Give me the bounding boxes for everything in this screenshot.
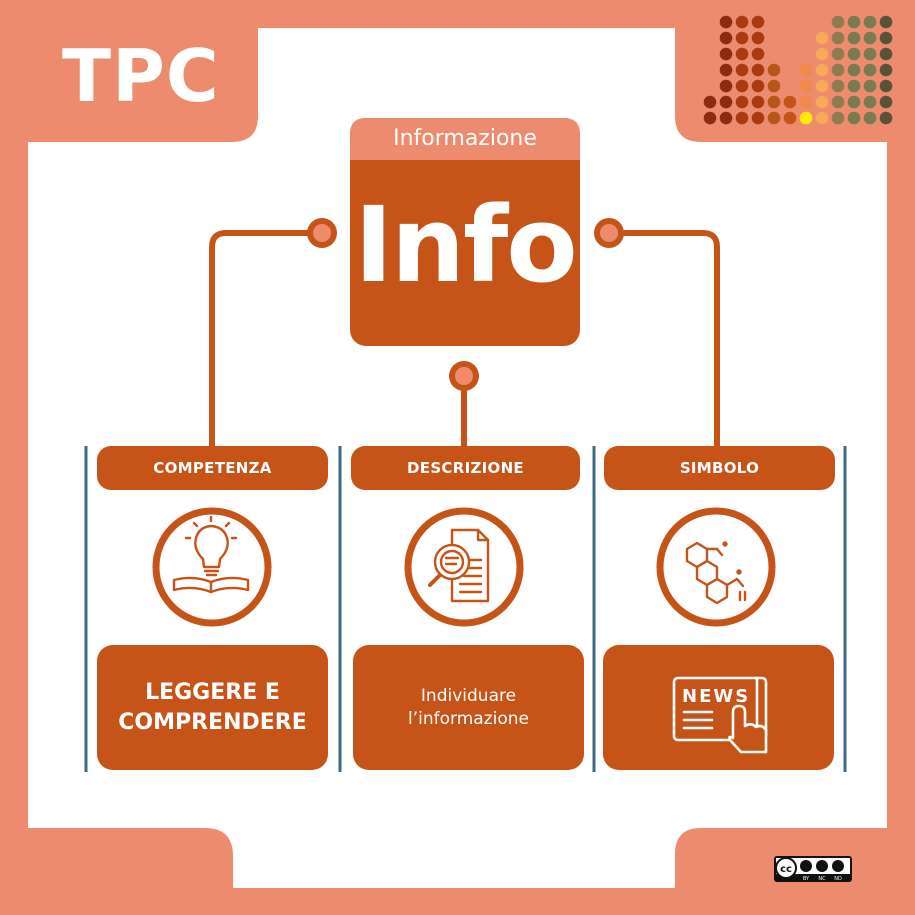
logo-dot	[831, 111, 845, 125]
logo-dot	[767, 63, 781, 77]
logo-dot	[879, 95, 893, 109]
cc-label-by: BY	[803, 876, 810, 882]
logo-dot	[751, 15, 765, 29]
logo-dot	[799, 95, 813, 109]
logo-dot	[847, 63, 861, 77]
logo-dot	[815, 47, 829, 61]
logo-dot	[783, 95, 797, 109]
logo-dot	[783, 111, 797, 125]
logo-dot	[879, 15, 893, 29]
logo-dot	[751, 79, 765, 93]
logo-dot	[719, 95, 733, 109]
logo-dot	[767, 111, 781, 125]
center-box-word: Info	[354, 184, 577, 306]
logo-dot	[879, 31, 893, 45]
logo-dot	[847, 31, 861, 45]
logo-dot	[751, 111, 765, 125]
center-box	[350, 118, 580, 346]
logo-dot	[879, 111, 893, 125]
logo-dot	[719, 63, 733, 77]
logo-dot	[831, 79, 845, 93]
logo-dot	[703, 111, 717, 125]
logo-dot	[831, 63, 845, 77]
document-magnifier-icon	[428, 528, 490, 603]
logo-dot	[815, 63, 829, 77]
logo-dot	[831, 95, 845, 109]
logo-dot	[735, 47, 749, 61]
column-header-competenza: COMPETENZA	[153, 459, 272, 477]
logo-dot	[815, 111, 829, 125]
logo-dot	[863, 31, 877, 45]
logo-dot	[831, 31, 845, 45]
logo-dot	[735, 111, 749, 125]
connector-left	[209, 230, 310, 449]
logo-dot	[831, 47, 845, 61]
logo-dot	[751, 63, 765, 77]
logo-dot	[719, 15, 733, 29]
column-separators	[84, 446, 847, 772]
logo-dot	[863, 63, 877, 77]
lightbulb-book-icon	[172, 515, 250, 594]
cc-text: cc	[780, 864, 792, 875]
logo-dot	[863, 111, 877, 125]
logo-dot	[879, 47, 893, 61]
logo-dot	[767, 95, 781, 109]
logo-dot	[799, 63, 813, 77]
cc-license-badge: cc BY NC ND	[774, 856, 852, 882]
logo-dot	[719, 31, 733, 45]
column-header-simbolo: SIMBOLO	[679, 459, 760, 477]
logo-dot	[735, 31, 749, 45]
icon-rings	[152, 507, 776, 627]
logo-dot	[735, 15, 749, 29]
logo-dot	[831, 15, 845, 29]
logo-dot	[735, 79, 749, 93]
molecule-icon	[685, 541, 747, 605]
logo-dot	[719, 111, 733, 125]
column-body-descrizione: Individuare l’informazione	[408, 685, 529, 729]
news-tablet-icon: NEWS	[672, 676, 768, 754]
column-header-pills	[97, 446, 835, 490]
dot-matrix-logo	[703, 15, 893, 125]
logo-dot	[751, 31, 765, 45]
logo-dot	[815, 31, 829, 45]
connector-right	[622, 230, 720, 449]
logo-dot	[879, 63, 893, 77]
logo-dot	[767, 79, 781, 93]
logo-dot	[751, 95, 765, 109]
center-box-label: Informazione	[393, 126, 537, 151]
logo-dot	[815, 95, 829, 109]
logo-dot	[719, 79, 733, 93]
logo-dot	[863, 79, 877, 93]
logo-dot	[863, 95, 877, 109]
logo-dot	[847, 95, 861, 109]
column-body-competenza: LEGGERE E COMPRENDERE	[118, 679, 307, 735]
news-text: NEWS	[682, 686, 750, 707]
connector-knobs	[307, 218, 624, 391]
logo-dot	[735, 63, 749, 77]
column-header-descrizione: DESCRIZIONE	[407, 459, 524, 477]
logo-dot	[847, 79, 861, 93]
center-box-header	[350, 118, 580, 160]
logo-dot	[751, 47, 765, 61]
logo-dot	[719, 47, 733, 61]
logo-dot	[815, 79, 829, 93]
cc-label-nc: NC	[818, 876, 826, 882]
logo-dot	[879, 79, 893, 93]
cc-label-nd: ND	[834, 876, 842, 882]
logo-dot	[847, 111, 861, 125]
logo-dot	[847, 15, 861, 29]
logo-dot	[799, 111, 813, 125]
connector-lines	[209, 230, 720, 449]
logo-dot	[799, 79, 813, 93]
logo-dot	[863, 47, 877, 61]
logo-dot	[863, 15, 877, 29]
logo-dot	[703, 95, 717, 109]
logo-dot	[735, 95, 749, 109]
logo-dot	[847, 47, 861, 61]
body-boxes	[97, 645, 834, 770]
brand-title: TPC	[62, 34, 220, 118]
center-box-body	[350, 118, 580, 346]
